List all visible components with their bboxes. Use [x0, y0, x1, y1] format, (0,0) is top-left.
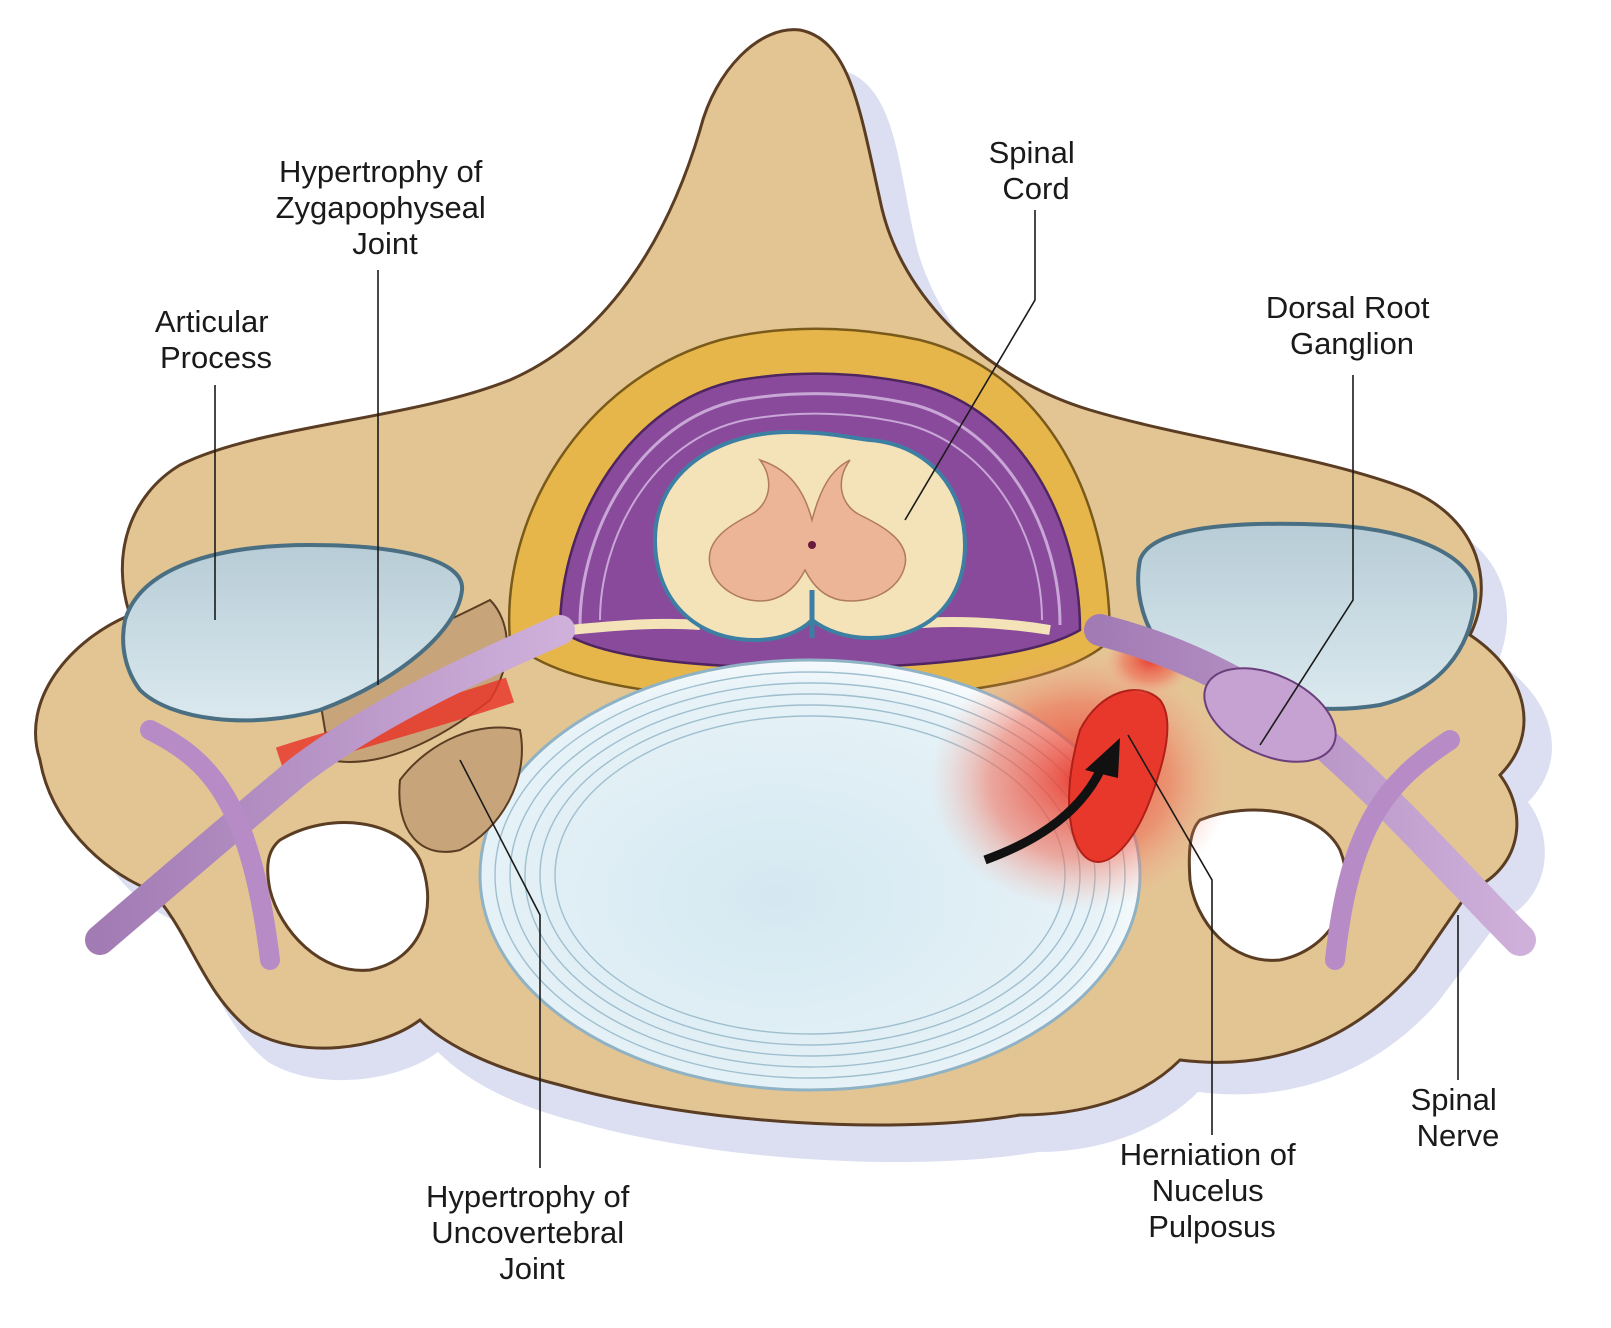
left-nerve-root: [569, 618, 701, 635]
leader-uncovertebral: [459, 759, 541, 1168]
label-dorsal-root-ganglion: Dorsal Root Ganglion: [1266, 290, 1438, 361]
left-spinal-nerve-branch: [140, 720, 280, 970]
herniation-arrow: [983, 758, 1110, 865]
left-transverse-foramen: [266, 821, 430, 972]
leader-dorsal-root-ganglion: [1259, 375, 1354, 746]
label-uncovertebral-hypertrophy: Hypertrophy of Uncovertebral Joint: [426, 1179, 638, 1286]
right-spinal-nerve-branch: [1325, 730, 1460, 970]
label-zygapophyseal-hypertrophy: Hypertrophy of Zygapophyseal Joint: [276, 154, 495, 261]
label-spinal-cord: Spinal Cord: [989, 135, 1084, 206]
label-spinal-nerve: Spinal Nerve: [1411, 1082, 1506, 1153]
grey-matter: [708, 458, 907, 602]
herniation-arrow-head: [1085, 738, 1120, 778]
label-articular-process: Articular Process: [155, 304, 277, 375]
right-transverse-foramen: [1187, 808, 1348, 962]
dorsal-root-ganglion: [1203, 667, 1337, 763]
label-herniation: Herniation of Nucelus Pulposus: [1120, 1137, 1304, 1244]
leader-spinal-cord: [904, 210, 1036, 521]
leader-lines: [214, 210, 1459, 1168]
left-spinal-nerve: [85, 615, 575, 955]
leader-herniation: [1127, 734, 1213, 1135]
